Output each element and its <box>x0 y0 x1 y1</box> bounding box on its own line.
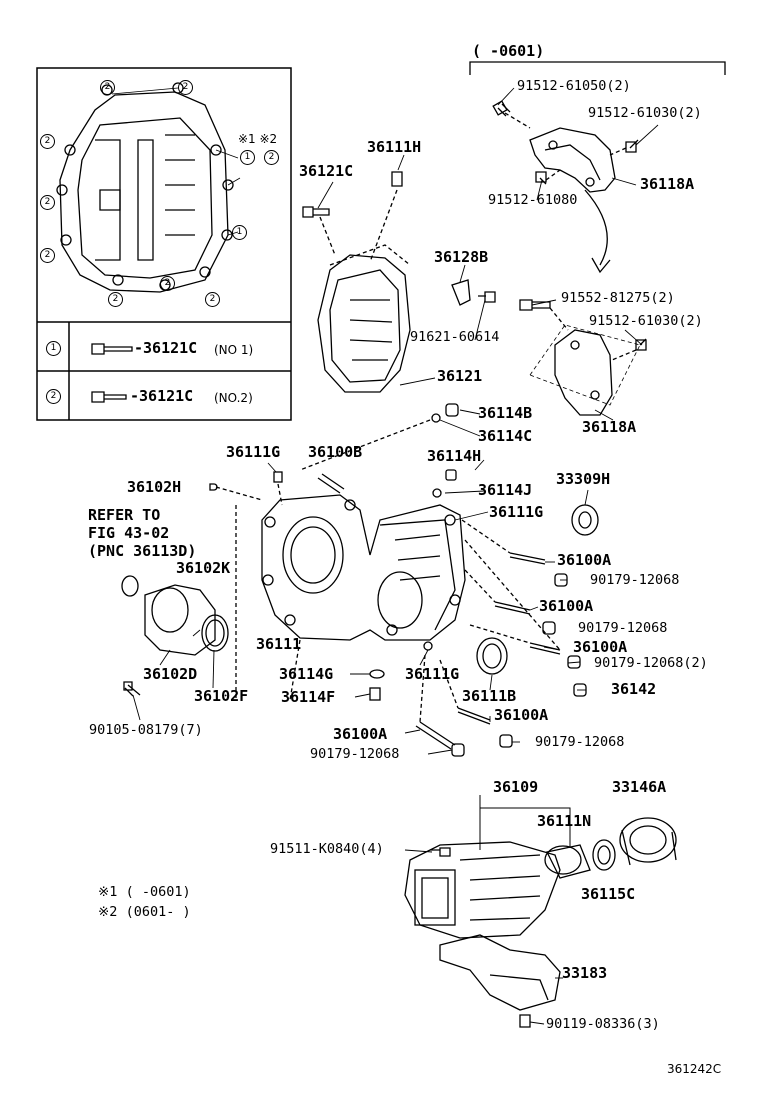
callout-36102F: 36102F <box>194 687 249 705</box>
callout-36115C: 36115C <box>581 885 636 903</box>
callout-36114F: 36114F <box>281 688 336 706</box>
callout-36111B: 36111B <box>462 687 517 705</box>
callout-90179-12068-c: 90179-12068(2) <box>594 655 708 671</box>
inset-note-marks: ※1 ※2 <box>238 132 278 146</box>
refer-line-2: FIG 43-02 <box>88 524 170 542</box>
refer-line-3: (PNC 36113D) <box>88 542 197 560</box>
callout-36114J: 36114J <box>478 481 533 499</box>
callout-33183: 33183 <box>562 964 608 982</box>
callout-36111G-c: 36111G <box>405 665 460 683</box>
legend-note-2: (NO.2) <box>214 391 253 405</box>
footnote-2: ※2 (0601- ) <box>98 904 191 920</box>
housing-36109 <box>404 795 677 1028</box>
date-bracket <box>469 61 726 75</box>
callout-36102H: 36102H <box>127 478 182 496</box>
callout-36121: 36121 <box>437 367 483 385</box>
callout-36109: 36109 <box>493 778 539 796</box>
callout-90179-12068-a: 90179-12068 <box>590 572 680 588</box>
callout-91512-61030-b: 91512-61030(2) <box>589 313 703 329</box>
inset-marker-2: 2 <box>264 150 279 165</box>
bracket-36118A-top <box>492 100 639 274</box>
callout-36100A-4: 36100A <box>494 706 549 724</box>
callout-36100A-3: 36100A <box>573 638 628 656</box>
refer-line-1: REFER TO <box>88 506 161 524</box>
callout-90179-12068-d: 90179-12068 <box>535 734 625 750</box>
housing-36102D <box>121 575 229 697</box>
callout-36114C: 36114C <box>478 427 533 445</box>
footnote-1: ※1 ( -0601) <box>98 884 191 900</box>
callout-91512-61080: 91512-61080 <box>488 192 578 208</box>
callout-91512-61050: 91512-61050(2) <box>517 78 631 94</box>
legend-part-1: -36121C <box>134 339 198 357</box>
callout-90179-12068-b: 90179-12068 <box>578 620 668 636</box>
inset-marker-1: 1 <box>240 150 255 165</box>
callout-36121C: 36121C <box>299 162 354 180</box>
callout-36102D: 36102D <box>143 665 198 683</box>
legend-note-1: (NO 1) <box>214 343 254 357</box>
callout-36100A-5: 36100A <box>333 725 388 743</box>
callout-36100A-1: 36100A <box>557 551 612 569</box>
callout-36111: 36111 <box>256 635 302 653</box>
inset-frame <box>36 67 292 421</box>
callout-36111G-a: 36111G <box>226 443 281 461</box>
callout-36111H: 36111H <box>367 138 422 156</box>
inset-marker-2: 2 <box>40 195 55 210</box>
callout-36114H: 36114H <box>427 447 482 465</box>
label-leaders <box>132 87 659 1025</box>
callout-36111N: 36111N <box>537 812 592 830</box>
callout-36118A-top: 36118A <box>640 175 695 193</box>
inset-marker-2: 2 <box>100 80 115 95</box>
legend-marker-2: 2 <box>46 389 61 404</box>
date-range-label: ( -0601) <box>472 42 545 60</box>
callout-33146A: 33146A <box>612 778 667 796</box>
callout-91621-60614: 91621-60614 <box>410 329 500 345</box>
callout-33309H: 33309H <box>556 470 611 488</box>
callout-90179-12068-e: 90179-12068 <box>310 746 400 762</box>
callout-90105-08179: 90105-08179(7) <box>89 722 203 738</box>
callout-36142: 36142 <box>611 680 657 698</box>
inset-marker-2: 2 <box>178 80 193 95</box>
inset-marker-1: 1 <box>232 225 247 240</box>
arrow-curve <box>584 189 608 266</box>
legend-part-2: -36121C <box>130 387 194 405</box>
callout-91552-81275: 91552-81275(2) <box>561 290 675 306</box>
figure-code: 361242C <box>667 1062 722 1076</box>
inset-marker-2: 2 <box>205 292 220 307</box>
callout-36114B: 36114B <box>478 404 533 422</box>
callout-91512-61030-a: 91512-61030(2) <box>588 105 702 121</box>
callout-36100B: 36100B <box>308 443 363 461</box>
bracket-36118A-bottom <box>519 299 647 416</box>
cover-36121 <box>302 171 496 393</box>
callout-36111G-b: 36111G <box>489 503 544 521</box>
callout-91511-K0840: 91511-K0840(4) <box>270 841 384 857</box>
inset-marker-2: 2 <box>40 134 55 149</box>
inset-marker-2: 2 <box>40 248 55 263</box>
legend-marker-1: 1 <box>46 341 61 356</box>
callout-36100A-2: 36100A <box>539 597 594 615</box>
callout-90119-08336: 90119-08336(3) <box>546 1016 660 1032</box>
case-36111 <box>209 403 599 757</box>
inset-marker-2: 2 <box>108 292 123 307</box>
inset-marker-2: 2 <box>160 276 175 291</box>
inset-cover-drawing <box>56 82 241 293</box>
inset-legend-bolts <box>91 343 133 403</box>
callout-36128B: 36128B <box>434 248 489 266</box>
callout-36114G: 36114G <box>279 665 334 683</box>
callout-36102K: 36102K <box>176 559 231 577</box>
callout-36118A-bottom: 36118A <box>582 418 637 436</box>
